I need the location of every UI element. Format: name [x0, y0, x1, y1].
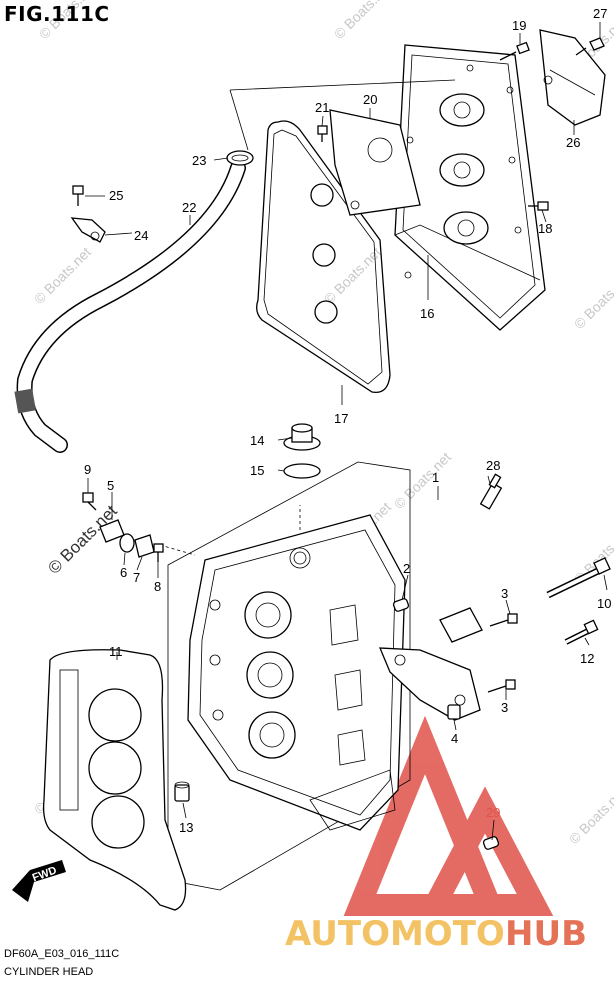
bolt-3-upper	[489, 613, 518, 627]
callout-17: 17	[334, 411, 348, 426]
callout-numbers: 1 2 3 3 4 5 6 7 8 9 10 11 12 13 14 15 16…	[84, 6, 611, 835]
callout-11: 11	[109, 644, 123, 659]
callout-29: 29	[486, 805, 500, 820]
hose-clip	[70, 217, 106, 243]
dowel-29	[482, 836, 500, 850]
cam-holder	[379, 647, 481, 721]
callout-9: 9	[84, 462, 91, 477]
breather-plate	[329, 109, 421, 216]
figure-code: DF60A_E03_016_111C	[4, 948, 120, 960]
callout-21: 21	[315, 100, 329, 115]
breather-hose	[14, 160, 246, 453]
callout-4: 4	[451, 731, 458, 746]
watermark-text: © Boats.net	[571, 269, 614, 332]
automotohub-logo: AUTOMOTO HUB	[285, 715, 587, 954]
callout-28: 28	[486, 458, 500, 473]
callout-27: 27	[593, 6, 607, 21]
watermark-text: © Boats.net	[391, 449, 454, 512]
leader-lines	[85, 22, 608, 841]
callout-20: 20	[363, 92, 377, 107]
head-gasket	[42, 649, 187, 911]
logo-triangle	[343, 715, 554, 916]
dowel-13	[174, 781, 190, 802]
bolt-10	[546, 557, 611, 599]
dowel-4	[447, 704, 461, 720]
callout-5: 5	[107, 478, 114, 493]
callout-24: 24	[134, 228, 148, 243]
cylinder-head	[167, 461, 411, 891]
bolt-8	[153, 543, 164, 562]
logo-text-hub: HUB	[505, 914, 587, 954]
dowel-2	[392, 598, 410, 612]
watermark-text: © Boats.net	[566, 784, 614, 847]
callout-26: 26	[566, 135, 580, 150]
callout-3-lower: 3	[501, 700, 508, 715]
bolt-3-lower	[487, 679, 516, 693]
callout-23: 23	[192, 153, 206, 168]
callout-22: 22	[182, 200, 196, 215]
bolt-19	[499, 41, 530, 61]
cover-plate	[539, 29, 606, 126]
fwd-arrow: FWD	[12, 860, 66, 902]
callout-1: 1	[432, 470, 439, 485]
callout-12: 12	[580, 651, 594, 666]
oil-filler-cap	[283, 423, 321, 451]
figure-name: CYLINDER HEAD	[4, 966, 94, 978]
bolt-21	[317, 125, 328, 142]
spark-plug	[479, 473, 503, 510]
cover-gasket	[256, 120, 391, 394]
callout-6: 6	[120, 565, 127, 580]
callout-2: 2	[403, 561, 410, 576]
callout-7: 7	[133, 570, 140, 585]
leader-line	[229, 89, 249, 151]
callout-10: 10	[597, 596, 611, 611]
figure-title: FIG.111C	[4, 2, 110, 26]
hose-clamp	[226, 150, 254, 166]
logo-text-automoto: AUTOMOTO	[285, 914, 505, 954]
callout-18: 18	[538, 221, 552, 236]
cam-bracket	[439, 607, 483, 643]
fwd-label: FWD	[31, 864, 59, 884]
bolt-27	[575, 37, 605, 56]
o-ring	[283, 463, 321, 479]
cylinder-head-cover	[394, 44, 546, 331]
callout-8: 8	[154, 579, 161, 594]
watermark-text: © Boats.net	[331, 0, 394, 42]
callout-14: 14	[250, 433, 264, 448]
callout-15: 15	[250, 463, 264, 478]
sensor-fitting	[99, 519, 196, 558]
bolt-9	[82, 492, 97, 511]
bolt-12	[564, 619, 599, 645]
callout-13: 13	[179, 820, 193, 835]
callout-25: 25	[109, 188, 123, 203]
callout-19: 19	[512, 18, 526, 33]
bolt-25	[72, 185, 84, 206]
leader-line	[229, 79, 456, 91]
bolt-18	[528, 201, 549, 211]
watermark-text: © Boats.net	[31, 244, 94, 307]
callout-16: 16	[420, 306, 434, 321]
callout-3-upper: 3	[501, 586, 508, 601]
